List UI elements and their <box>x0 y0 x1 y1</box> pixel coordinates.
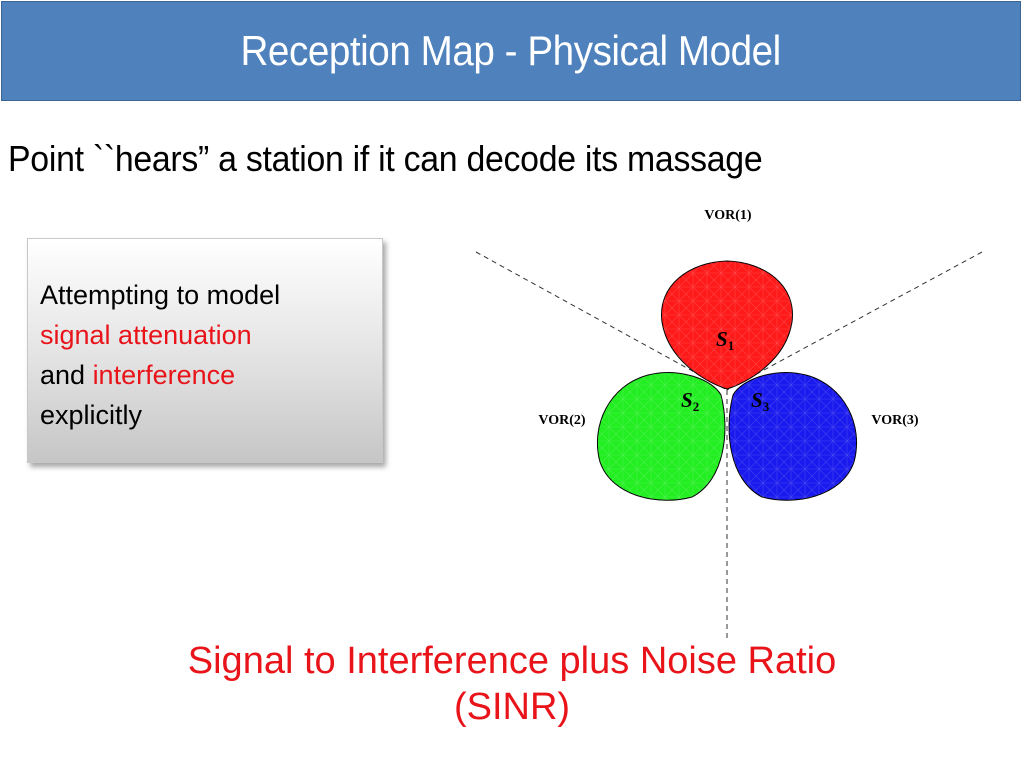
zone-s3-mesh <box>729 372 857 501</box>
sinr-caption: Signal to Interference plus Noise Ratio … <box>0 638 1024 730</box>
subtitle: Point ``hears” a station if it can decod… <box>8 138 763 179</box>
sinr-caption-line-2: (SINR) <box>453 686 571 728</box>
callout-line-3: and interference <box>40 355 372 395</box>
callout-interference: interference <box>92 360 236 390</box>
vor-boundary-left <box>475 251 728 391</box>
callout-box: Attempting to model signal attenuation a… <box>27 238 383 463</box>
vor3-label: VOR(3) <box>871 413 918 428</box>
sinr-caption-line-1: Signal to Interference plus Noise Ratio <box>187 640 837 682</box>
callout-and: and <box>40 360 93 390</box>
zone-s2-mesh <box>597 372 725 501</box>
callout-line-2: signal attenuation <box>40 320 252 350</box>
station-s2-label: S2 <box>681 388 699 414</box>
station-s1-label: S1 <box>716 327 734 353</box>
title-bar: Reception Map - Physical Model <box>1 1 1021 101</box>
callout-line-4: explicitly <box>40 400 143 430</box>
station-s3-label: S3 <box>751 388 770 414</box>
vor1-label: VOR(1) <box>704 208 751 223</box>
slide-title: Reception Map - Physical Model <box>240 27 782 74</box>
vor2-label: VOR(2) <box>538 413 585 428</box>
reception-map-diagram: VOR(1) VOR(2) VOR(3) S1 S2 S3 <box>475 208 983 640</box>
zone-s1-mesh <box>661 261 793 389</box>
vor-boundary-right <box>726 251 983 391</box>
callout-line-1: Attempting to model <box>40 280 281 310</box>
